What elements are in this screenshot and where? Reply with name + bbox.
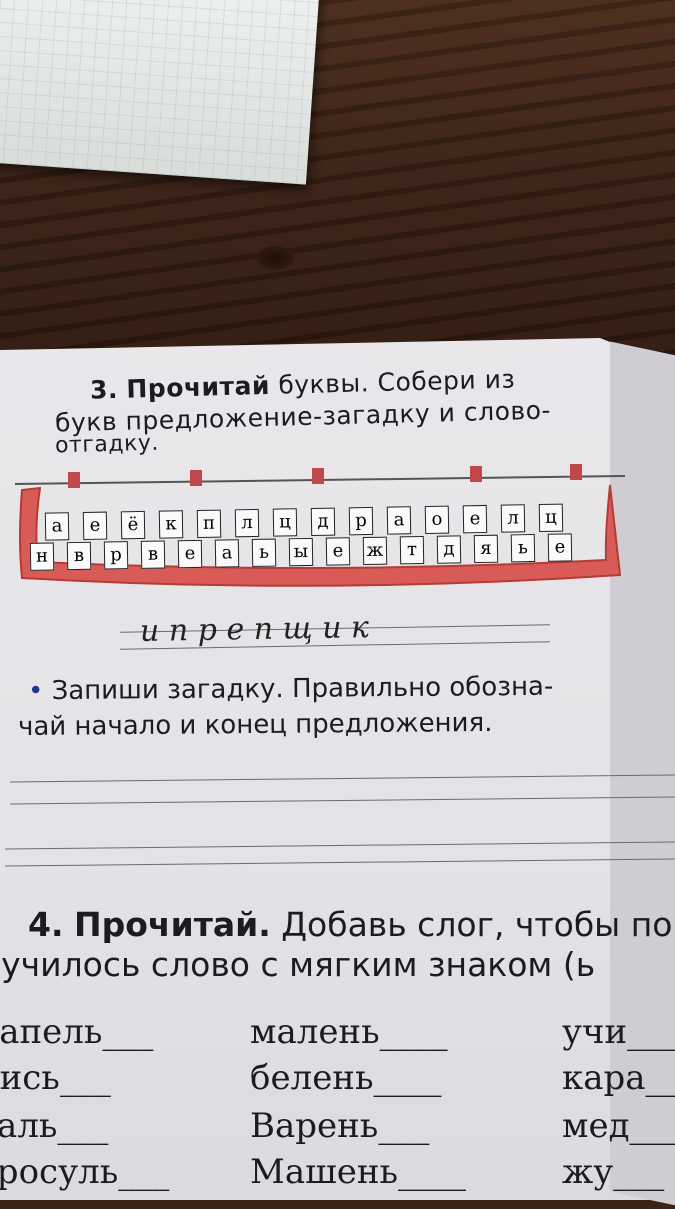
letter-card: в <box>140 540 166 569</box>
letter-card: р <box>348 506 374 536</box>
handwritten-answer: и п р е п щ и к <box>139 610 370 649</box>
letter-card: о <box>424 505 450 535</box>
word-col2-1: белень____ <box>250 1058 442 1098</box>
word-col3-3: жу___ <box>562 1152 665 1192</box>
letter-card: ё <box>120 510 146 540</box>
exercise-4-verb: Прочитай. <box>74 905 271 944</box>
bullet-icon: • <box>27 676 44 707</box>
word-col2-2: Варень___ <box>250 1106 430 1146</box>
letter-card: е <box>177 539 203 569</box>
exercise-3-line1-rest: буквы. Собери из <box>278 364 516 400</box>
workbook-page <box>0 338 675 1200</box>
clip-icon <box>470 466 482 482</box>
letter-card: ь <box>251 538 277 567</box>
word-col1-3: тросуль___ <box>0 1152 170 1192</box>
clip-icon <box>312 468 324 484</box>
letter-card: я <box>473 534 499 564</box>
letter-card: т <box>399 535 425 565</box>
notebook <box>0 0 320 185</box>
exercise-3-number: 3. <box>89 374 119 405</box>
fence-illustration <box>14 464 626 587</box>
word-col3-2: мед___ <box>562 1106 675 1146</box>
exercise-3-line3: отгадку. <box>54 430 160 459</box>
letter-card: е <box>82 511 108 540</box>
letter-card: л <box>500 504 526 533</box>
letter-card: д <box>310 507 336 536</box>
exercise-4-line1-rest: Добавь слог, чтобы по <box>281 905 673 944</box>
letter-card: к <box>158 510 184 539</box>
task-line2: чай начало и конец предложения. <box>17 707 493 743</box>
exercise-4-line1: 4. Прочитай. Добавь слог, чтобы по <box>28 905 673 944</box>
word-col1-2: саль___ <box>0 1106 109 1146</box>
letter-card: а <box>214 539 240 568</box>
task-line1: • Запиши загадку. Правильно обозна- <box>28 672 554 707</box>
word-col3-0: учи___ <box>562 1012 675 1052</box>
letter-card: н <box>29 542 55 571</box>
letter-card: д <box>436 535 462 564</box>
clip-icon <box>570 464 582 480</box>
letter-card: ы <box>288 537 314 567</box>
letter-card: ж <box>362 536 388 566</box>
letter-card: р <box>103 541 129 570</box>
task-line1-text: Запиши загадку. Правильно обозна- <box>51 671 554 707</box>
letter-card: в <box>66 541 92 571</box>
clip-icon <box>190 470 202 486</box>
word-col3-1: кара___ <box>562 1058 675 1098</box>
word-col1-1: лись___ <box>0 1058 111 1098</box>
word-col1-0: капель___ <box>0 1012 154 1052</box>
letter-card: л <box>234 508 260 538</box>
letter-card: е <box>325 537 351 566</box>
letter-card: а <box>44 512 70 541</box>
letter-card: а <box>386 506 412 535</box>
letter-card: п <box>196 509 222 538</box>
exercise-3-verb: Прочитай <box>126 370 271 404</box>
wood-knot <box>255 245 295 271</box>
exercise-4-number: 4. <box>28 905 64 944</box>
word-col2-3: Машень____ <box>250 1152 466 1192</box>
clip-icon <box>68 472 80 488</box>
exercise-4-line2: лучилось слово с мягким знаком (ь <box>0 945 596 984</box>
letter-card: е <box>462 504 488 534</box>
letter-card: ц <box>538 503 564 533</box>
word-col2-0: малень____ <box>250 1012 448 1052</box>
letter-card: ц <box>272 508 298 537</box>
letter-card: е <box>547 533 573 562</box>
letter-card: ь <box>510 534 536 563</box>
